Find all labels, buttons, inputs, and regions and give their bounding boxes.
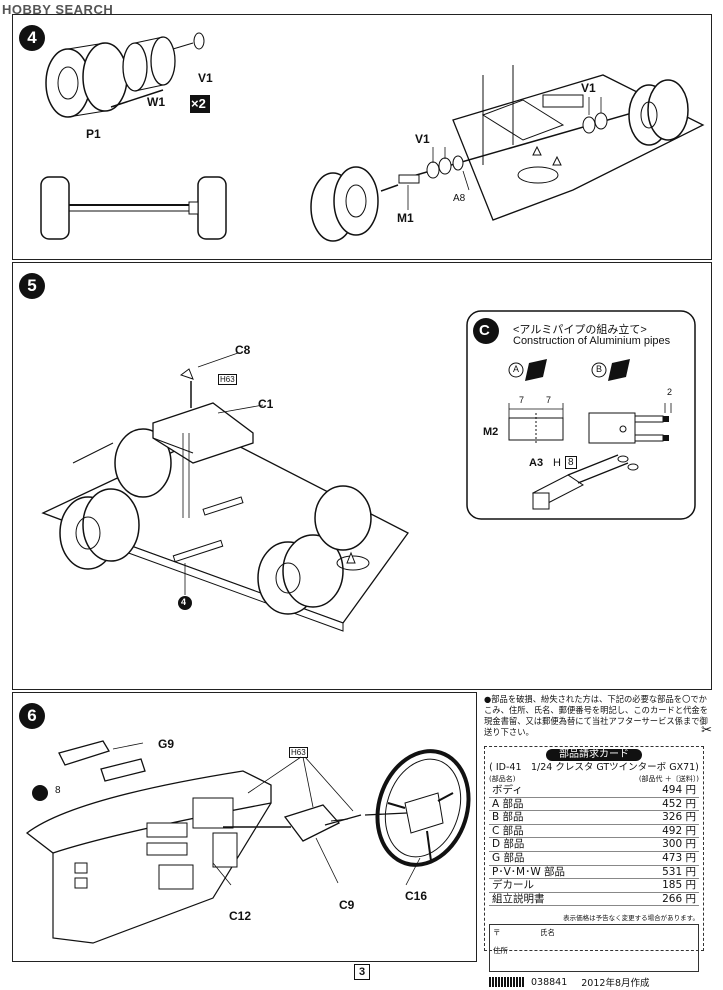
part-name: B 部品 [492, 811, 524, 824]
part-price: 492 円 [662, 824, 696, 837]
part-row: A 部品 452 円 [489, 798, 699, 812]
label-star-8: 8 [55, 785, 61, 796]
part-name: 組立説明書 [492, 892, 545, 905]
option-b-label: B [596, 364, 603, 374]
issue-date: 2012年8月作成 [581, 978, 650, 990]
order-card-footer: 038841 2012年8月作成 [489, 975, 699, 989]
part-name: デカール [492, 879, 534, 892]
watermark-logo: HOBBY SEARCH [2, 2, 114, 17]
label-c8: C8 [235, 343, 251, 357]
label-h-num: 8 [565, 456, 577, 469]
col-part-name: (部品名) [489, 775, 516, 783]
step-6-drawing [25, 740, 471, 944]
step-6-number: 6 [19, 703, 45, 729]
step-4-panel: 4 [12, 14, 712, 260]
address-label: 住所 [493, 946, 508, 956]
barcode-icon [489, 977, 525, 988]
part-price: 494 円 [662, 784, 696, 796]
part-name: D 部品 [492, 838, 525, 851]
order-card-address-box: 〒 氏名 住所 [489, 924, 699, 973]
order-card-product: ( ID-41 1/24 クレスタ GTツインターボ GX71) [489, 762, 699, 773]
label-p1: P1 [86, 127, 101, 141]
order-card-notice: ●部品を破損、紛失された方は、下記の必要な部品を〇でかこみ、住所、氏名、郵便番号… [484, 694, 709, 737]
part-row: B 部品 326 円 [489, 811, 699, 825]
part-row: ボディ 494 円 [489, 784, 699, 798]
part-row: 組立説明書 266 円 [489, 893, 699, 907]
part-price: 531 円 [662, 865, 696, 878]
page-number: 3 [354, 964, 370, 980]
step-5-panel: 5 [12, 262, 712, 690]
label-c9: C9 [339, 898, 355, 912]
order-card-price-note: 表示価格は予告なく変更する場合があります。 [563, 914, 699, 923]
label-w1: W1 [147, 95, 165, 109]
dim-7a: 7 [519, 395, 525, 405]
step-5-number: 5 [19, 273, 45, 299]
order-card-title: 部品請求カード [546, 749, 642, 761]
label-a8: A8 [453, 193, 466, 204]
step-4-drawing [40, 32, 705, 242]
label-m2: M2 [483, 426, 499, 438]
parts-order-card: ●部品を破損、紛失された方は、下記の必要な部品を〇でかこみ、住所、氏名、郵便番号… [480, 692, 716, 989]
part-name: P･V･M･W 部品 [492, 865, 566, 878]
part-name: G 部品 [492, 851, 525, 864]
part-price: 452 円 [662, 797, 696, 810]
part-row: P･V･M･W 部品 531 円 [489, 866, 699, 880]
multiplier-badge: ×2 [191, 96, 206, 111]
label-v1-left: V1 [415, 132, 430, 146]
name-label: 氏名 [540, 928, 555, 938]
part-row: D 部品 300 円 [489, 838, 699, 852]
label-c16: C16 [405, 889, 428, 903]
order-card-form: 部品請求カード ( ID-41 1/24 クレスタ GTツインターボ GX71)… [484, 746, 704, 989]
subassembly-c-badge: C [479, 322, 490, 339]
subassembly-c-title-jp: <アルミパイプの組み立て> [513, 324, 647, 336]
scissors-icon: ✂ [701, 723, 712, 738]
part-row: G 部品 473 円 [489, 852, 699, 866]
label-h63-step6: H63 [289, 747, 308, 758]
label-c1: C1 [258, 397, 274, 411]
order-card-col-headers: (部品名) (部品代 ＋〔送料〕) [489, 774, 699, 784]
part-price: 473 円 [662, 851, 696, 864]
part-price: 326 円 [662, 811, 696, 824]
label-g9: G9 [158, 737, 175, 751]
step-5-drawing [41, 310, 696, 632]
part-price: 266 円 [662, 892, 696, 905]
subassembly-c-title-en: Construction of Aluminium pipes [513, 335, 671, 347]
step-6-panel: 6 [12, 692, 477, 962]
part-name: C 部品 [492, 824, 524, 837]
label-h: H [553, 457, 561, 469]
part-price: 185 円 [662, 879, 696, 892]
part-name: ボディ [492, 784, 523, 796]
part-price: 300 円 [662, 838, 696, 851]
label-a3: A3 [529, 457, 544, 469]
label-m1: M1 [397, 211, 414, 225]
order-card-rows: ボディ 494 円 A 部品 452 円 B 部品 326 円 C 部品 492 円 D 部品 3… [489, 784, 699, 907]
dim-7b: 7 [546, 395, 552, 405]
part-row: デカール 185 円 [489, 879, 699, 893]
col-part-price: (部品代 ＋〔送料〕) [638, 775, 699, 783]
label-h63: H63 [218, 374, 237, 385]
label-v1-right: V1 [581, 81, 596, 95]
product-code: 038841 [531, 976, 568, 988]
label-c12: C12 [229, 909, 252, 923]
option-a-label: A [513, 364, 520, 374]
postal-mark: 〒 [493, 928, 501, 938]
label-v1-cap: V1 [198, 71, 213, 85]
dim-2: 2 [667, 387, 673, 397]
part-name: A 部品 [492, 797, 524, 810]
step-4-number: 4 [19, 25, 45, 51]
part-row: C 部品 492 円 [489, 825, 699, 839]
step-ref-4: 4 [181, 597, 187, 607]
